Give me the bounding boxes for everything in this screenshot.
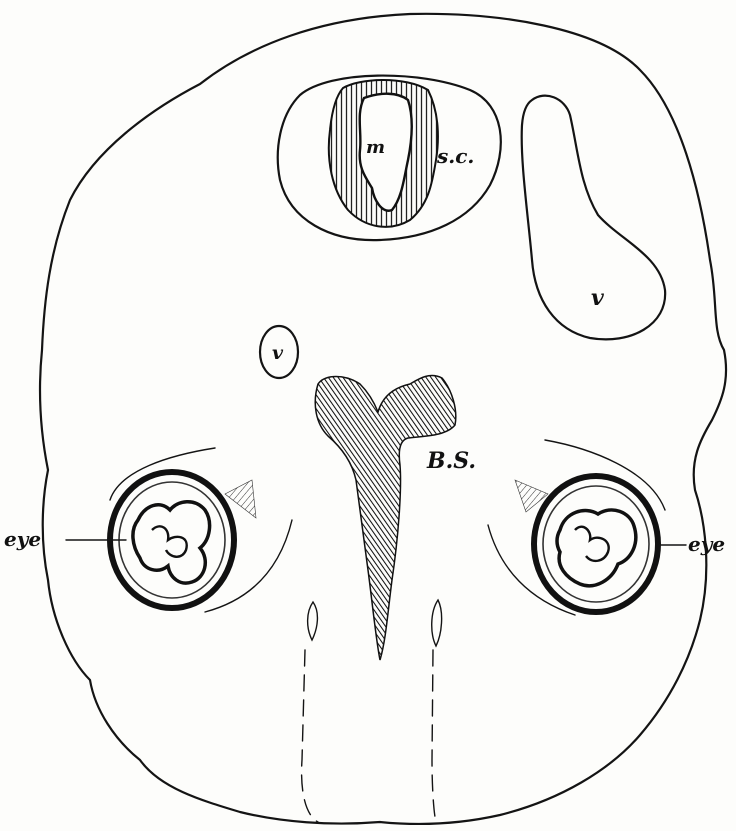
opening-left: [308, 602, 318, 640]
median-dashed-left: [302, 650, 318, 822]
median-dashed-right: [432, 650, 436, 822]
eye-right-ring: [534, 476, 658, 612]
label-vesicle-right: v: [591, 285, 604, 311]
label-marrow: m: [366, 137, 385, 158]
opening-right: [432, 600, 442, 646]
label-brain-structure: B.S.: [426, 448, 476, 474]
eye-left-ring: [110, 472, 234, 608]
label-eye-right: eye: [688, 532, 725, 556]
label-eye-left: eye: [4, 527, 41, 551]
label-spinal-cord: s.c.: [436, 144, 474, 168]
label-vesicle-left: v: [272, 342, 284, 364]
brain-structure: [315, 376, 456, 660]
